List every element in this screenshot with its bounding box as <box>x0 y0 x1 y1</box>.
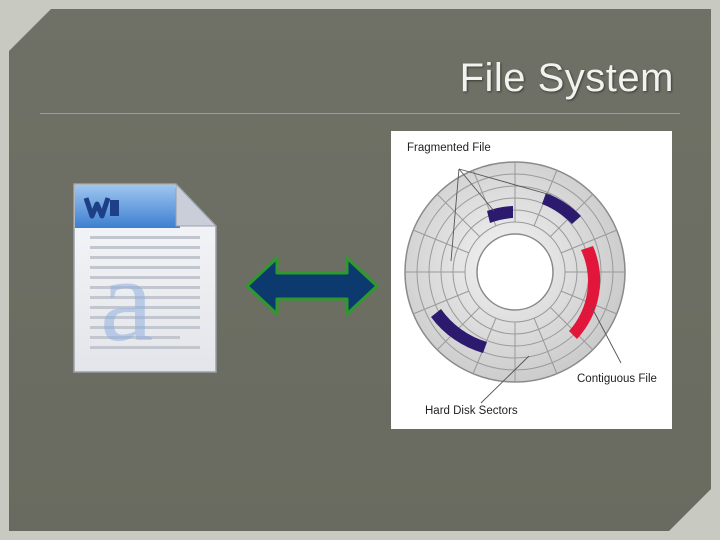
disk-sectors-diagram: Fragmented File Contiguous File Hard Dis… <box>391 131 672 429</box>
svg-text:a: a <box>100 233 153 366</box>
contiguous-file-label: Contiguous File <box>577 373 657 385</box>
fragment-block <box>542 193 581 224</box>
disk-drawing <box>404 161 626 404</box>
title-divider <box>40 113 680 114</box>
word-document-icon: a <box>73 182 218 373</box>
fragmented-file-label: Fragmented File <box>407 142 491 154</box>
hard-disk-sectors-label: Hard Disk Sectors <box>425 405 518 417</box>
fragment-block <box>431 309 487 353</box>
double-arrow-icon <box>245 256 379 316</box>
slide-title: File System <box>459 56 674 100</box>
contiguous-block <box>569 246 601 339</box>
